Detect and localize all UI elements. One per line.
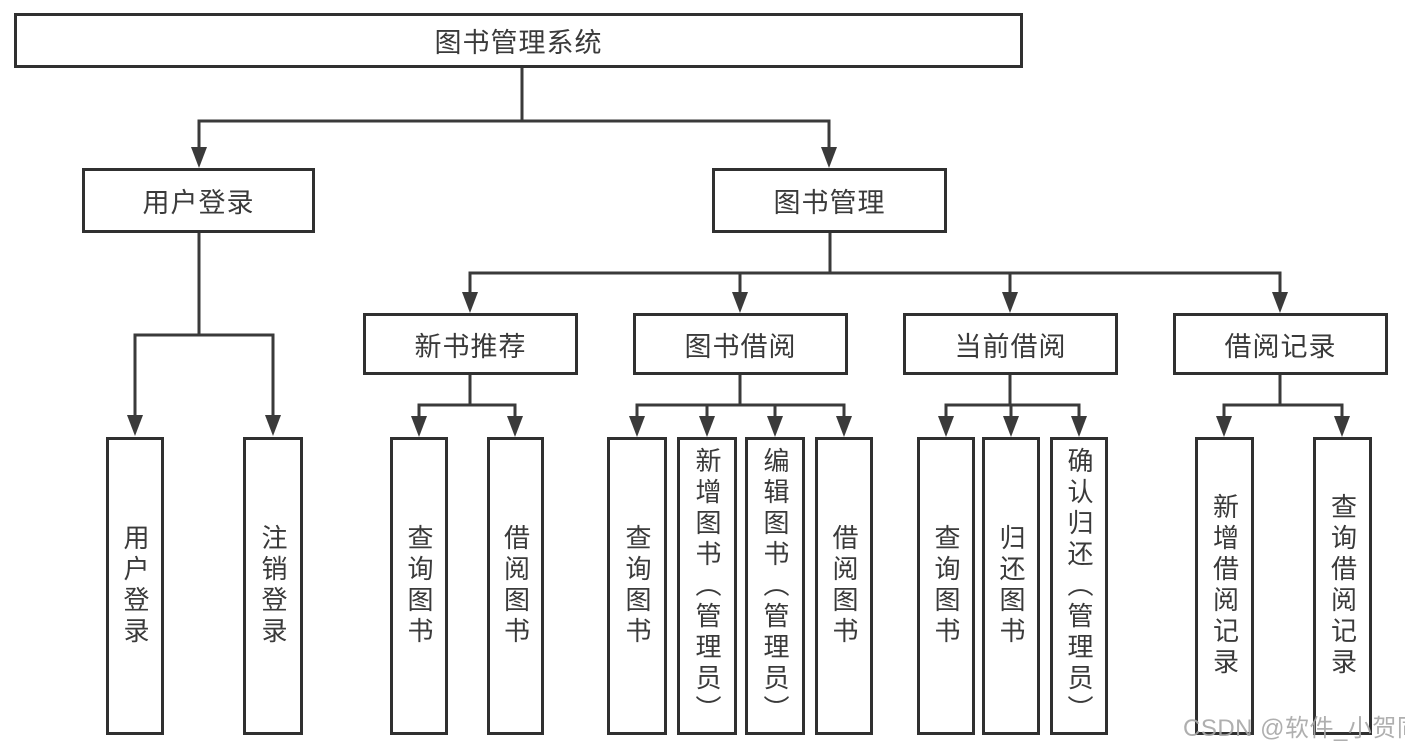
leaf-search-borrow-record: 查询借阅记录 xyxy=(1313,437,1372,735)
leaf-borrow-books: 借阅图书 xyxy=(487,437,544,735)
arrowhead-icon xyxy=(127,415,143,436)
arrowhead-icon xyxy=(699,416,715,437)
leaf-label: 借阅图书 xyxy=(500,524,531,648)
arrowhead-icon xyxy=(767,416,783,437)
leaf-label: 确认归还（管理员） xyxy=(1064,446,1094,726)
leaf-label: 查询图书 xyxy=(931,524,961,648)
csdn-watermark: CSDN @软件_小贺同学 xyxy=(1183,715,1405,742)
arrowhead-icon xyxy=(1334,416,1350,437)
arrowhead-icon xyxy=(732,292,748,313)
arrowhead-icon xyxy=(411,416,427,437)
leaf-search-books: 查询图书 xyxy=(917,437,975,735)
node-new-book-recommend: 新书推荐 xyxy=(363,313,578,375)
arrowhead-icon xyxy=(191,147,207,168)
leaf-user-login: 用户登录 xyxy=(106,437,164,735)
node-book-borrowing: 图书借阅 xyxy=(633,313,848,375)
node-book-management: 图书管理 xyxy=(712,168,947,233)
leaf-label: 编辑图书（管理员） xyxy=(760,446,790,726)
arrowhead-icon xyxy=(1003,416,1019,437)
leaf-label: 新增图书（管理员） xyxy=(692,446,722,726)
arrowhead-icon xyxy=(1002,292,1018,313)
leaf-add-borrow-record: 新增借阅记录 xyxy=(1195,437,1254,735)
arrowhead-icon xyxy=(629,416,645,437)
leaf-borrow-books: 借阅图书 xyxy=(815,437,873,735)
node-borrowing-records: 借阅记录 xyxy=(1173,313,1388,375)
leaf-confirm-return-admin: 确认归还（管理员） xyxy=(1050,437,1108,735)
leaf-edit-books-admin: 编辑图书（管理员） xyxy=(745,437,805,735)
leaf-label: 借阅图书 xyxy=(829,524,859,648)
arrowhead-icon xyxy=(265,415,281,436)
arrowhead-icon xyxy=(1216,416,1232,437)
arrowhead-icon xyxy=(507,416,523,437)
leaf-return-books: 归还图书 xyxy=(982,437,1040,735)
leaf-search-books: 查询图书 xyxy=(390,437,448,735)
leaf-label: 归还图书 xyxy=(996,524,1026,648)
leaf-label: 查询图书 xyxy=(622,524,652,648)
arrowhead-icon xyxy=(821,147,837,168)
leaf-logout: 注销登录 xyxy=(243,437,303,735)
arrowhead-icon xyxy=(1071,416,1087,437)
node-current-borrowing: 当前借阅 xyxy=(903,313,1118,375)
leaf-add-books-admin: 新增图书（管理员） xyxy=(677,437,737,735)
arrowhead-icon xyxy=(1272,292,1288,313)
leaf-label: 用户登录 xyxy=(120,524,150,648)
leaf-label: 查询图书 xyxy=(404,524,434,648)
leaf-label: 查询借阅记录 xyxy=(1327,493,1358,679)
node-user-login: 用户登录 xyxy=(82,168,315,233)
arrowhead-icon xyxy=(462,292,478,313)
arrowhead-icon xyxy=(836,416,852,437)
leaf-label: 新增借阅记录 xyxy=(1209,493,1240,679)
leaf-search-books: 查询图书 xyxy=(607,437,667,735)
leaf-label: 注销登录 xyxy=(258,524,288,648)
node-library-system: 图书管理系统 xyxy=(14,13,1023,68)
arrowhead-icon xyxy=(938,416,954,437)
